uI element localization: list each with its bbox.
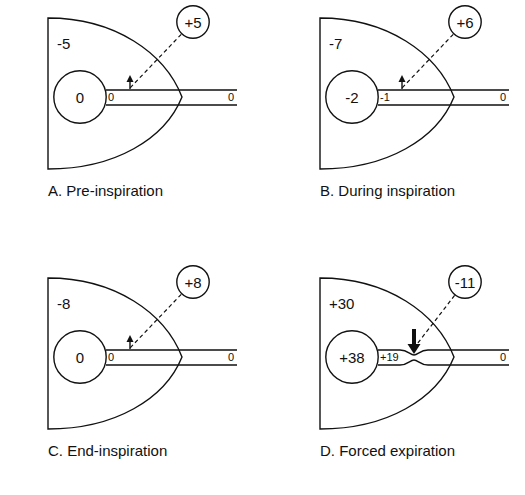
alveolus-circle: 0 bbox=[53, 70, 107, 124]
pleura-outline bbox=[320, 278, 454, 429]
panel-caption: D. Forced expiration bbox=[320, 442, 455, 459]
panel-caption-slot: B. During inspiration bbox=[320, 182, 455, 199]
airway-pressure: 0 bbox=[500, 90, 506, 105]
airway-tube: 00 bbox=[106, 348, 237, 367]
transmural-callout: -11 bbox=[448, 265, 482, 299]
pleural-pressure: -8 bbox=[57, 295, 70, 312]
airway-pressure: 0 bbox=[108, 350, 114, 365]
alveolar-pressure: 0 bbox=[76, 349, 84, 366]
circle-outline bbox=[54, 331, 106, 383]
pleura-outline bbox=[320, 18, 454, 169]
circle-outline bbox=[177, 266, 209, 298]
text-slot: 0 bbox=[108, 350, 114, 365]
transmural-callout: +5 bbox=[176, 5, 210, 39]
panel-caption-slot: A. Pre-inspiration bbox=[48, 182, 163, 199]
panel-caption-slot: C. End-inspiration bbox=[48, 442, 167, 459]
circle-outline bbox=[449, 266, 481, 298]
airway-wall bbox=[106, 90, 237, 105]
text-slot: +8 bbox=[176, 265, 210, 299]
pleura-outline bbox=[48, 18, 182, 169]
circle-outline bbox=[177, 6, 209, 38]
text-slot: 0 bbox=[500, 350, 506, 365]
airway-wall bbox=[106, 350, 237, 365]
airway-wall bbox=[378, 90, 509, 105]
text-slot: -5 bbox=[57, 35, 70, 52]
alveolus-circle: +38 bbox=[325, 330, 379, 384]
text-slot: 0 bbox=[500, 90, 506, 105]
text-slot: 0 bbox=[228, 90, 234, 105]
alveolus-circle: 0 bbox=[53, 330, 107, 384]
arrow-head bbox=[127, 75, 134, 82]
panel-caption: A. Pre-inspiration bbox=[48, 182, 163, 199]
circle-outline bbox=[54, 71, 106, 123]
airway-pressure: 0 bbox=[500, 350, 506, 365]
text-slot: -8 bbox=[57, 295, 70, 312]
text-slot: +30 bbox=[329, 295, 354, 312]
pleural-pressure: -7 bbox=[329, 35, 342, 52]
airway-pressure: 0 bbox=[228, 350, 234, 365]
airway-pressure: -1 bbox=[380, 90, 390, 105]
pleural-space: -5 0 bbox=[45, 15, 185, 172]
transmural-pressure: +8 bbox=[184, 274, 201, 291]
pleural-pressure: -5 bbox=[57, 35, 70, 52]
arrow-shaft bbox=[412, 329, 416, 345]
alveolar-pressure: 0 bbox=[76, 89, 84, 106]
airway-tube-outline bbox=[106, 88, 237, 107]
airway-wall bbox=[378, 350, 509, 365]
wall-arrow bbox=[127, 335, 134, 349]
text-slot: -11 bbox=[448, 265, 482, 299]
airway-tube: -1 0 bbox=[378, 88, 509, 107]
airway-tube-outline bbox=[106, 348, 237, 367]
text-slot: 0 bbox=[53, 70, 107, 124]
text-slot: -1 bbox=[380, 90, 390, 105]
transmural-callout: +6 bbox=[448, 5, 482, 39]
arrow-head bbox=[399, 75, 406, 82]
panel-caption-slot: D. Forced expiration bbox=[320, 442, 455, 459]
alveolar-pressure: -2 bbox=[345, 89, 358, 106]
wall-arrow bbox=[399, 75, 406, 89]
airway-tube: 00 bbox=[106, 88, 237, 107]
circle-outline bbox=[326, 331, 378, 383]
transmural-pressure: -11 bbox=[455, 274, 476, 291]
text-slot: -7 bbox=[329, 35, 342, 52]
text-slot: +38 bbox=[325, 330, 379, 384]
airway-tube-outline bbox=[378, 88, 509, 107]
text-slot: +6 bbox=[448, 5, 482, 39]
airway-pressure: +19 bbox=[380, 350, 399, 365]
transmural-callout: +8 bbox=[176, 265, 210, 299]
wall-arrow bbox=[127, 75, 134, 89]
panel-caption: B. During inspiration bbox=[320, 182, 455, 199]
panel-caption: C. End-inspiration bbox=[48, 442, 167, 459]
airway-pressure: 0 bbox=[228, 90, 234, 105]
arrow-head bbox=[127, 335, 134, 342]
transmural-pressure: +6 bbox=[456, 14, 473, 31]
text-slot: 0 bbox=[53, 330, 107, 384]
circle-outline bbox=[326, 71, 378, 123]
leader-line bbox=[414, 295, 455, 348]
pleura-outline bbox=[48, 278, 182, 429]
pleural-space: -8 0 bbox=[45, 275, 185, 432]
text-slot: 0 bbox=[108, 90, 114, 105]
transmural-pressure: +5 bbox=[184, 14, 201, 31]
text-slot: 0 bbox=[228, 350, 234, 365]
alveolus-circle: -2 bbox=[325, 70, 379, 124]
airway-pressure: 0 bbox=[108, 90, 114, 105]
alveolar-pressure: +38 bbox=[339, 349, 364, 366]
text-slot: -2 bbox=[325, 70, 379, 124]
text-slot: +5 bbox=[176, 5, 210, 39]
airway-tube: +19 0 bbox=[378, 348, 509, 367]
circle-outline bbox=[449, 6, 481, 38]
pleural-pressure: +30 bbox=[329, 295, 354, 312]
text-slot: +19 bbox=[380, 350, 399, 365]
